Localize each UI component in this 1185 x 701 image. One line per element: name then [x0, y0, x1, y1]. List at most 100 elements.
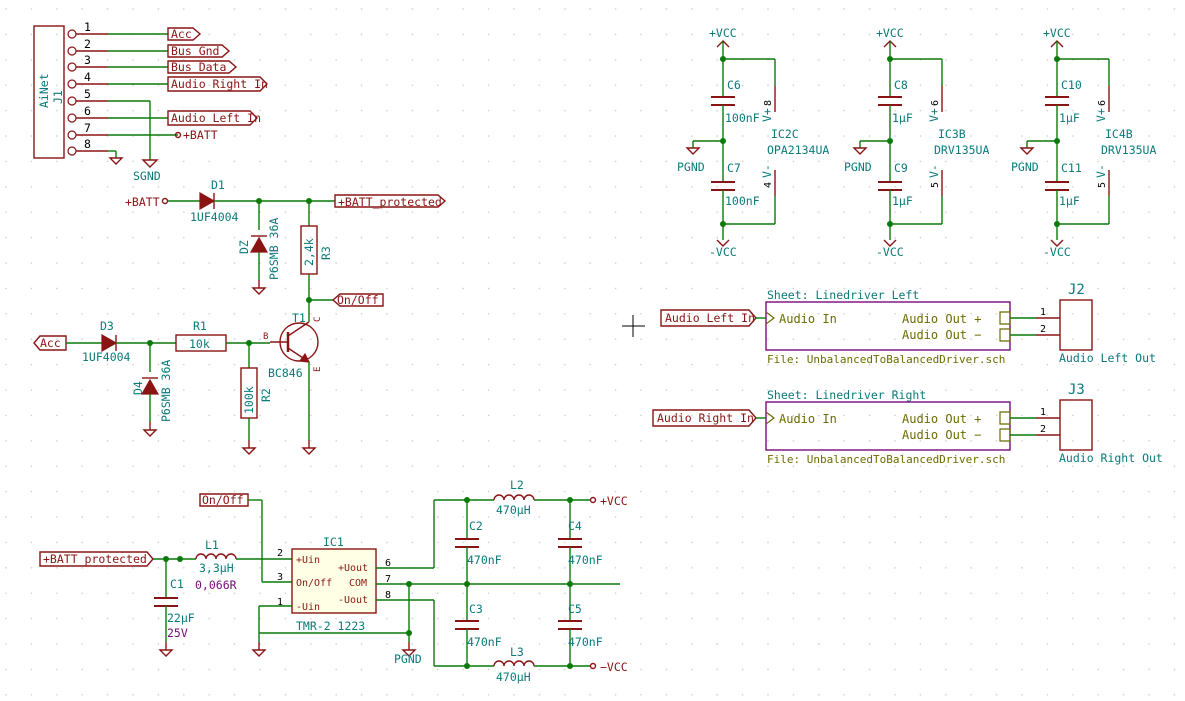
conn-ref: J3 [1068, 382, 1085, 398]
sheet-input-label: Audio Left In [665, 311, 755, 325]
ic-vneg-label: V- [760, 164, 774, 178]
cap-top-ref: C10 [1061, 78, 1082, 92]
label-sgnd: SGND [133, 169, 161, 183]
ic1-pin-onoff: On/Off [296, 578, 332, 589]
acc-switch[interactable]: Acc D3 1UF4004 D4 P6SMB 36A R1 10k 100k … [33, 311, 323, 455]
ic1-pin-vin-pos: +Uin [296, 555, 320, 566]
l2-value: 470µH [496, 503, 531, 517]
label-acc-in: Acc [40, 336, 61, 350]
j1-pin-number: 8 [84, 137, 91, 151]
c1-voltage: 25V [167, 626, 188, 640]
c4-value: 470nF [568, 553, 603, 567]
sheet-title: Sheet: Linedriver Right [767, 388, 926, 402]
label-on-off-ic: On/Off [202, 493, 244, 507]
ic-vpos-label: V+ [1094, 108, 1108, 122]
sheet-pin-audio-out-pos: Audio Out + [902, 312, 981, 326]
label-audio-right-in: Audio Right In [171, 77, 268, 91]
l1-resistance: 0,066R [195, 578, 237, 592]
ic1-pin3-num: 3 [277, 572, 283, 583]
dz-value: P6SMB 36A [267, 218, 281, 280]
ic-ref: IC3B [938, 127, 966, 141]
l1-value: 3,3µH [199, 561, 234, 575]
vcc-neg-label: -VCC [1043, 245, 1071, 259]
sheet-file: File: UnbalancedToBalancedDriver.sch [767, 453, 1005, 466]
decoupling-blocks[interactable]: +VCCPGND-VCCC6100nFC7100nFV+V-84IC2COPA2… [677, 26, 1156, 259]
cap-bot-ref: C11 [1061, 161, 1082, 175]
ic-vneg-label: V- [927, 164, 941, 178]
j1-ref: J1 [51, 90, 65, 104]
r1-value: 10k [189, 337, 210, 351]
t1-pin-c: C [313, 317, 323, 322]
sheet-pin-audio-in: Audio In [779, 412, 837, 426]
ic1-pin-com: COM [349, 578, 367, 589]
j1-pin-number: 3 [84, 53, 91, 67]
ic1-pin6-num: 6 [385, 558, 391, 569]
ic-vneg-pin: 5 [930, 182, 941, 188]
cap-top-ref: C6 [727, 78, 741, 92]
label-bus-gnd: Bus Gnd [171, 44, 219, 58]
cap-top-value: 100nF [725, 111, 760, 125]
conn-label: Audio Left Out [1059, 351, 1156, 365]
ic-vneg-label: V- [1094, 164, 1108, 178]
protection-battery[interactable]: +BATT D1 1UF4004 DZ P6SMB 36A 2,4k R3 +B… [125, 178, 447, 318]
pgnd-label: PGND [1011, 160, 1039, 174]
dz-ref: DZ [237, 240, 251, 254]
decoupling-block[interactable]: +VCCPGND-VCCC6100nFC7100nFV+V-84IC2COPA2… [677, 26, 829, 259]
sheet-pin-audio-out-neg: Audio Out − [902, 428, 981, 442]
conn-pin1: 1 [1040, 407, 1046, 418]
j1-nets: Acc Bus Gnd Bus Data Audio Right In Audi… [108, 27, 268, 183]
vcc-pos-label: +VCC [1043, 26, 1071, 40]
sheet-pin-audio-out-neg: Audio Out − [902, 328, 981, 342]
ic-value: DRV135UA [934, 143, 989, 157]
ic-ref: IC2C [771, 127, 799, 141]
ic-vneg-pin: 4 [763, 182, 774, 188]
sheet-title: Sheet: Linedriver Left [767, 288, 919, 302]
ic1-pin7-num: 7 [385, 574, 391, 585]
j1-name: AiNet [37, 73, 51, 108]
conn-label: Audio Right Out [1059, 451, 1163, 465]
t1-value: BC846 [268, 366, 303, 380]
j1-pin-number: 1 [84, 20, 91, 34]
d3-value: 1UF4004 [82, 350, 131, 364]
pgnd-label: PGND [677, 160, 705, 174]
c3-ref: C3 [469, 602, 483, 616]
c1-ref: C1 [170, 577, 184, 591]
l2-ref: L2 [510, 478, 524, 492]
j1-pin-number: 5 [84, 87, 91, 101]
t1-pin-e: E [313, 367, 323, 372]
ic1-pin1-num: 1 [277, 597, 283, 608]
label-audio-left-in: Audio Left In [171, 111, 261, 125]
c2-ref: C2 [469, 519, 483, 533]
label-bus-data: Bus Data [171, 60, 226, 74]
decoupling-block[interactable]: +VCCPGND-VCCC101µFC111µFV+V-65IC4BDRV135… [1011, 26, 1156, 259]
d3-ref: D3 [100, 319, 114, 333]
conn-pin2: 2 [1040, 324, 1046, 335]
sheet-pin-audio-out-pos: Audio Out + [902, 412, 981, 426]
cap-top-value: 1µF [1059, 111, 1080, 125]
d1-ref: D1 [211, 178, 225, 192]
d4-value: P6SMB 36A [159, 360, 173, 422]
label-batt: +BATT [125, 195, 160, 209]
t1-pin-b: B [263, 332, 268, 342]
ic1-pin8-num: 8 [385, 590, 391, 601]
label-batt-protected: +BATT_protected [338, 195, 442, 209]
ic1-pin2-num: 2 [277, 548, 283, 559]
ic-value: DRV135UA [1101, 143, 1156, 157]
dcdc-converter[interactable]: On/Off +BATT_protected L1 3,3µH 0,066R C… [39, 478, 628, 684]
c1-value: 22µF [167, 611, 195, 625]
ic1-ref: IC1 [323, 535, 344, 549]
ic-vpos-label: V+ [760, 108, 774, 122]
c4-ref: C4 [568, 519, 582, 533]
vcc-neg-label: -VCC [876, 245, 904, 259]
c2-value: 470nF [467, 553, 502, 567]
conn-ref: J2 [1068, 282, 1085, 298]
conn-pin1: 1 [1040, 307, 1046, 318]
ic1-pin-vin-neg: -Uin [296, 602, 320, 613]
cap-bot-ref: C9 [894, 161, 908, 175]
